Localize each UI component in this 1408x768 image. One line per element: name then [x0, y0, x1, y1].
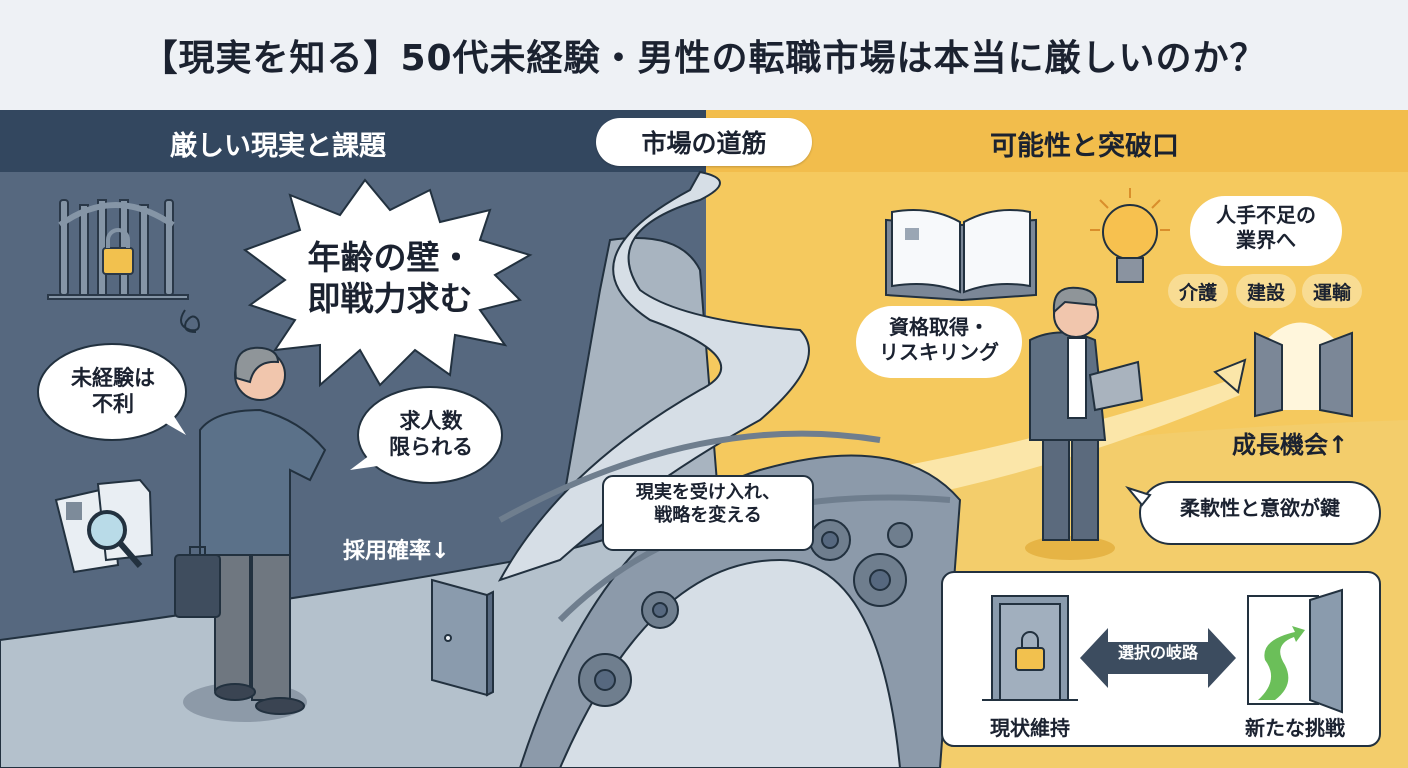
- title-bar: 【現実を知る】50代未経験・男性の転職市場は本当に厳しいのか？: [0, 0, 1408, 110]
- scene-illustration: [0, 170, 1408, 768]
- option-new-challenge: 新たな挑戦: [1245, 716, 1345, 740]
- open-book-icon: [885, 209, 1037, 302]
- closed-door-icon: [431, 578, 494, 697]
- bubble-shortage: [1190, 196, 1342, 266]
- center-header-pill: 市場の道筋: [596, 118, 812, 166]
- growth-arrow-head: [1213, 358, 1247, 394]
- bridge-caption-text: 現実を受け入れ、 戦略を変える: [635, 482, 781, 526]
- right-panel-header: [706, 110, 1408, 172]
- bubble-tail: [160, 410, 186, 435]
- bubble-inexperience-text: 未経験は 不利: [71, 366, 155, 417]
- right-header-label: 可能性と突破口: [990, 131, 1179, 162]
- left-header-label: 厳しい現実と課題: [170, 131, 386, 162]
- bubble-shortage-text: 人手不足の 業界へ: [1216, 203, 1316, 252]
- bridge-caption-box: [602, 475, 814, 551]
- industry-chip-transport: 運輸: [1302, 274, 1362, 308]
- bubble-key: [1139, 481, 1381, 545]
- open-gate-icon: [1254, 322, 1353, 418]
- left-panel-header: [0, 110, 706, 172]
- infographic-stage: 厳しい現実と課題 市場の道筋 可能性と突破口 年齢の壁・ 即戦力求む 未経験は …: [0, 110, 1408, 768]
- page-title: 【現実を知る】50代未経験・男性の転職市場は本当に厳しいのか？: [141, 38, 1267, 79]
- double-arrow-icon: [1080, 628, 1236, 688]
- hiring-rate-label: 採用確率↓: [343, 539, 450, 564]
- bubble-inexperience: [37, 343, 187, 441]
- choice-arrow-label: 選択の岐路: [1117, 643, 1198, 662]
- locked-gate-icon: [47, 199, 189, 300]
- bubble-tail: [350, 455, 385, 470]
- confident-man-figure: [1025, 286, 1144, 560]
- green-path-icon: [1258, 626, 1305, 700]
- industry-chip-construction: 建設: [1236, 274, 1296, 308]
- bubble-jobs: [357, 386, 503, 484]
- burst-text: 年齢の壁・ 即戦力求む: [307, 238, 473, 319]
- bubble-reskilling: [856, 306, 1022, 378]
- locked-door-icon: [982, 595, 1078, 701]
- tablet-icon: [1088, 360, 1144, 412]
- lightbulb-icon: [1090, 188, 1170, 283]
- worried-man-figure: [174, 346, 327, 722]
- confused-swirl-icon: [180, 309, 200, 333]
- speech-burst: [242, 178, 533, 388]
- growth-label: 成長機会↑: [1232, 431, 1349, 459]
- bubble-reskilling-text: 資格取得・ リスキリング: [879, 315, 999, 364]
- bridge-rail-back: [498, 430, 881, 523]
- bubble-tail: [1125, 486, 1152, 507]
- bubble-key-text: 柔軟性と意欲が鍵: [1180, 496, 1340, 520]
- open-door-icon: [1247, 588, 1343, 714]
- industry-chip-care: 介護: [1168, 274, 1228, 308]
- resume-magnifier-icon: [54, 478, 154, 574]
- option-status-quo: 現状維持: [990, 716, 1070, 740]
- bubble-jobs-text: 求人数 限られる: [389, 409, 473, 460]
- gear-icons: [578, 519, 913, 707]
